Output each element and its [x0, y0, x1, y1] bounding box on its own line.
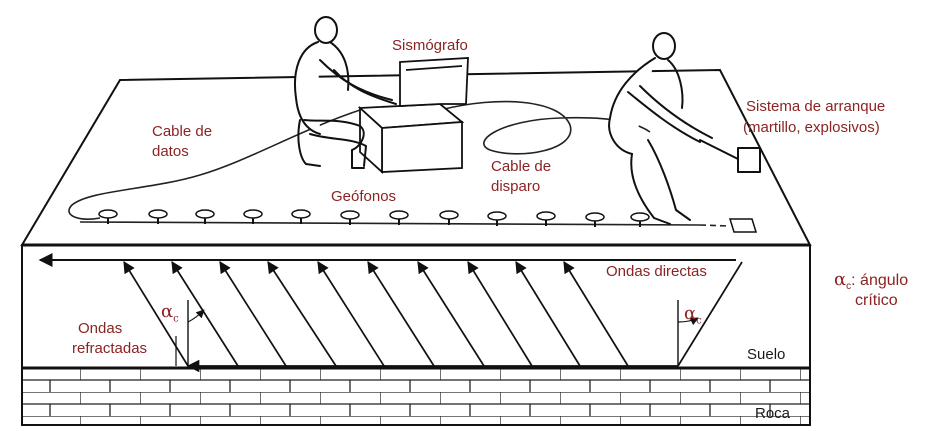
label-cable-datos-line2: datos — [152, 143, 189, 160]
label-ondas-directas: Ondas directas — [606, 263, 707, 280]
label-cable-disparo-line1: Cable de — [491, 158, 551, 175]
label-suelo: Suelo — [747, 346, 785, 363]
impact-plate — [730, 219, 756, 232]
legend-critical-angle-line2: crítico — [855, 292, 898, 310]
label-sismografo: Sismógrafo — [392, 37, 468, 54]
label-cable-datos-line1: Cable de — [152, 123, 212, 140]
label-ondas-refractadas-line2: refractadas — [72, 340, 147, 357]
label-cable-disparo-line2: disparo — [491, 178, 540, 195]
label-roca: Roca — [755, 405, 790, 422]
alpha-c-symbol-right: αc — [684, 304, 702, 327]
label-sistema-arranque-line1: Sistema de arranque — [746, 98, 885, 115]
legend-critical-angle: αc: ángulo — [834, 270, 908, 293]
label-sistema-arranque-line2: (martillo, explosivos) — [743, 119, 880, 136]
rock-layer — [22, 368, 810, 425]
label-geofonos: Geófonos — [331, 188, 396, 205]
alpha-c-symbol-left: αc — [161, 302, 179, 325]
label-ondas-refractadas-line1: Ondas — [78, 320, 122, 337]
